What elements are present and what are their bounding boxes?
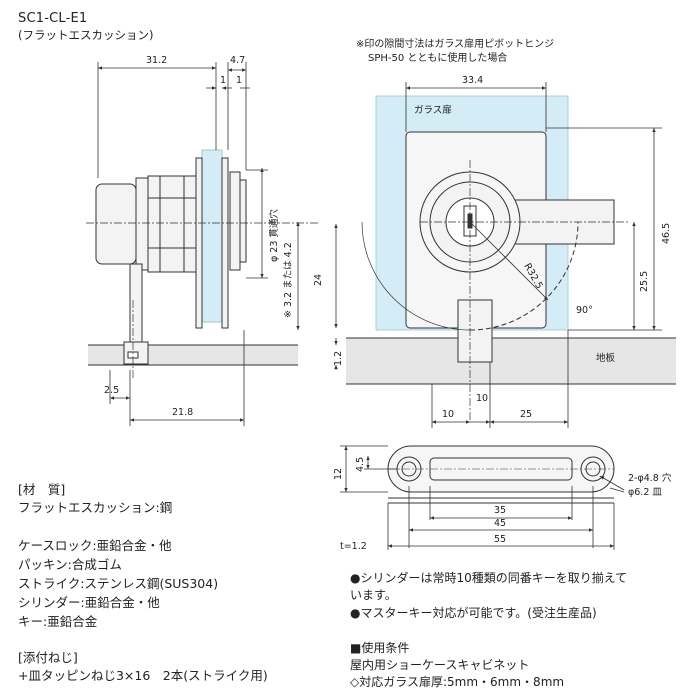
conditions-line1: 屋内用ショーケースキャビネット <box>350 658 530 672</box>
dim-side-hole: φ 23 貫通穴 <box>269 209 280 262</box>
material-item: パッキン:合成ゴム <box>18 557 122 572</box>
dim-front-top-width: 33.4 <box>462 75 484 86</box>
screws-heading: [添付ねじ] <box>18 650 78 665</box>
material-item: フラットエスカッション:鋼 <box>18 500 173 515</box>
dim-strike-hole-spacing: 35 <box>494 505 507 516</box>
dim-front-height-strike: 25.5 <box>639 270 650 292</box>
material-item: キー:亜鉛合金 <box>18 614 98 629</box>
feature-line3: ●マスターキー対応が可能です。(受注生産品) <box>350 606 597 620</box>
dim-front-height-total: 46.5 <box>661 222 672 244</box>
floor-plate <box>88 345 298 365</box>
model-title: SC1-CL-E1 <box>18 11 88 26</box>
dim-side-left-offset: 2.5 <box>104 385 120 396</box>
model-subtitle: (フラットエスカッション) <box>18 28 154 42</box>
floor-front <box>346 338 676 384</box>
gap-note-line2: SPH-50 とともに使用した場合 <box>368 53 508 64</box>
dim-side-gap-a: 1 <box>220 75 227 86</box>
dim-side-top-right: 4.7 <box>230 55 246 66</box>
strike-plate <box>387 445 615 504</box>
dim-side-gap-b: 1 <box>236 75 243 86</box>
dim-side-gap-note: ※ 3.2 または 4.2 <box>283 242 294 318</box>
material-item: シリンダー:亜鉛合金・他 <box>18 595 160 610</box>
dim-strike-height: 12 <box>333 467 344 480</box>
feature-line2: います。 <box>350 588 397 602</box>
dim-side-bottom-width: 21.8 <box>172 407 194 418</box>
conditions-line2: ◇対応ガラス扉厚:5mm・6mm・8mm <box>350 675 565 689</box>
dim-strike-total-length: 55 <box>494 534 507 545</box>
dim-front-angle: 90° <box>576 305 593 316</box>
feature-line1: ●シリンダーは常時10種類の同番キーを取り揃えて <box>350 571 628 585</box>
dim-front-bottom-b: 10 <box>476 393 489 404</box>
materials-heading: [材 質] <box>18 482 66 497</box>
dim-strike-holes: 2-φ4.8 穴 <box>628 473 672 484</box>
dim-side-height: 24 <box>313 273 324 286</box>
front-view <box>346 95 676 420</box>
dim-strike-half-height: 4.5 <box>355 456 366 472</box>
glass-door-side <box>201 149 223 323</box>
label-glass-door: ガラス扉 <box>414 105 452 116</box>
gap-note-line1: ※印の隙間寸法はガラス扉用ピボットヒンジ <box>356 39 555 50</box>
side-view-dimensions <box>97 62 338 426</box>
dim-strike-thickness: t=1.2 <box>340 541 367 552</box>
dim-strike-countersink: φ6.2 皿 <box>628 487 662 498</box>
side-view <box>86 149 320 380</box>
strike-plate-dimensions <box>340 445 625 550</box>
material-item: ケースロック:亜鉛合金・他 <box>18 538 172 553</box>
screws-item: +皿タッピンねじ3×16 2本(ストライク用) <box>18 668 268 683</box>
dim-front-bottom-a: 10 <box>442 409 455 420</box>
dim-strike-slot-length: 45 <box>494 518 507 529</box>
material-item: ストライク:ステンレス鋼(SUS304) <box>18 576 219 591</box>
conditions-heading: ■使用条件 <box>350 641 410 655</box>
dim-side-top-width: 31.2 <box>146 55 168 66</box>
dim-side-bottom-gap: 1.2 <box>333 350 344 366</box>
dim-front-bottom-c: 25 <box>520 409 533 420</box>
label-floor: 地板 <box>596 353 616 364</box>
front-view-dimensions <box>405 82 662 428</box>
